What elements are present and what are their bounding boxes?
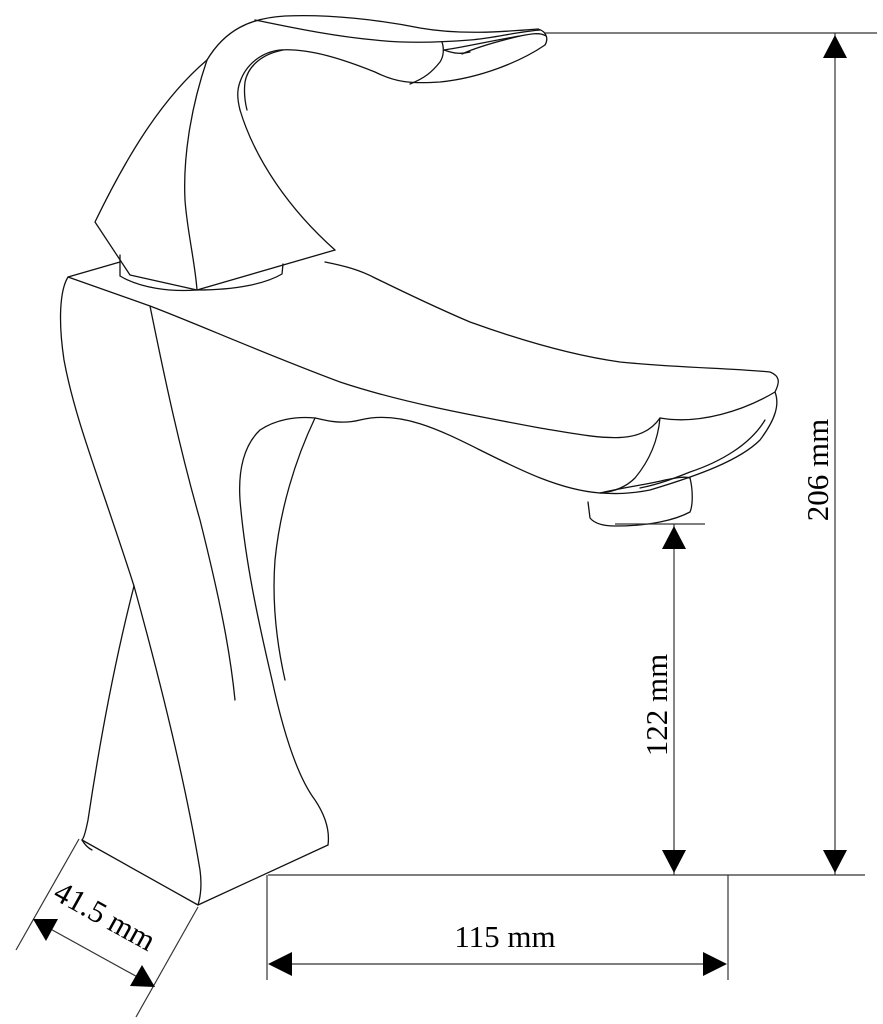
dimension-base-width: 41.5 mm xyxy=(15,838,199,1018)
arrow-left-icon xyxy=(268,952,292,976)
arrow-down-icon xyxy=(823,850,847,873)
dimension-spout-reach: 115 mm xyxy=(266,875,729,980)
spout-reach-label: 115 mm xyxy=(454,919,555,954)
dimension-spout-height: 122 mm xyxy=(615,523,705,875)
spout-height-label: 122 mm xyxy=(639,654,674,756)
aerator xyxy=(587,477,693,527)
arrow-up-icon xyxy=(662,526,686,549)
arrow-down-icon xyxy=(662,850,686,873)
faucet-outline xyxy=(59,14,779,906)
lever-handle xyxy=(206,14,548,84)
total-height-label: 206 mm xyxy=(800,419,835,521)
arrow-upleft-icon xyxy=(33,919,58,941)
arrow-up-icon xyxy=(823,35,847,58)
faucet-body xyxy=(67,261,661,439)
arrow-downright-icon xyxy=(130,965,155,987)
arrow-right-icon xyxy=(703,952,727,976)
base-width-label: 41.5 mm xyxy=(48,874,161,958)
dimension-total-height: 206 mm xyxy=(545,32,877,875)
